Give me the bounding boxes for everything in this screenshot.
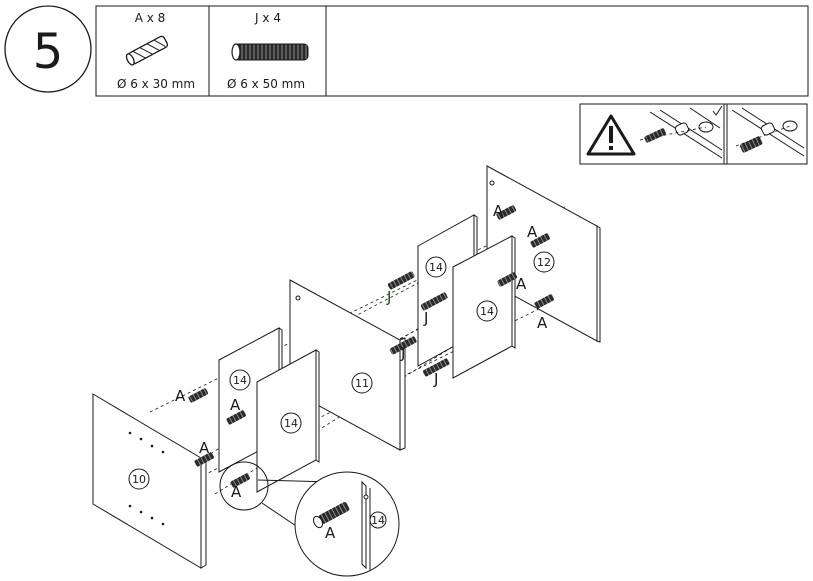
dowel-letters: A A A A A A A A J J J J (175, 202, 548, 501)
dowel-a (226, 410, 247, 425)
label-a: A (230, 396, 241, 414)
label-a: A (493, 202, 504, 220)
panel-11: 11 (289, 279, 406, 451)
dowel-j (420, 292, 448, 311)
panel-12-label: 12 (537, 256, 551, 269)
incorrect-dowel-illustration (731, 107, 805, 157)
panel-14-front-right: 14 (452, 235, 516, 379)
dowel-a (530, 233, 551, 248)
step-number: 5 (33, 24, 64, 80)
dowel-a (188, 388, 209, 403)
detail-panel-label: 14 (371, 514, 385, 527)
long-dowel-icon (231, 43, 309, 61)
label-j: J (400, 344, 405, 362)
label-j: J (423, 309, 428, 327)
hole-row-top (128, 431, 165, 454)
detail-callout: 14 A (219, 461, 400, 577)
short-dowel-icon (125, 35, 169, 66)
part-j: J x 4 Ø 6 x 50 mm (227, 11, 309, 91)
correct-dowel-illustration (639, 107, 723, 159)
panel-14-back-left-label: 14 (233, 374, 247, 387)
dowel-a (194, 452, 215, 467)
dowels-a (188, 205, 555, 488)
label-a: A (527, 223, 538, 241)
checkmark-icon (712, 105, 723, 116)
panel-10: 10 (92, 393, 207, 569)
part-j-qty: J x 4 (254, 11, 281, 25)
panel-14-front-right-label: 14 (480, 305, 494, 318)
hole-row-bottom (128, 504, 165, 526)
dowels-j (387, 271, 450, 377)
label-j: J (386, 288, 391, 306)
label-a: A (231, 483, 242, 501)
panel-14-back-right-label: 14 (429, 261, 443, 274)
label-a: A (175, 387, 186, 405)
warning-triangle-icon (586, 114, 636, 156)
part-a: A x 8 Ø 6 x 30 mm (117, 11, 195, 91)
part-a-qty: A x 8 (135, 11, 166, 25)
label-a: A (199, 439, 210, 457)
detail-dowel-label: A (325, 524, 336, 542)
label-a: A (537, 314, 548, 332)
dowel-j (387, 271, 415, 290)
warning-box (579, 103, 808, 165)
panel-14-front-left-label: 14 (284, 417, 298, 430)
dowel-a (497, 272, 518, 287)
parts-list-box: A x 8 Ø 6 x 30 mm J x 4 Ø 6 x 50 mm (95, 5, 809, 97)
part-a-size: Ø 6 x 30 mm (117, 77, 195, 91)
step-badge: 5 (4, 5, 92, 93)
panel-10-label: 10 (132, 473, 146, 486)
exploded-view: 12 14 14 11 14 (92, 165, 601, 577)
label-j: J (433, 370, 438, 388)
label-a: A (516, 275, 527, 293)
dowel-j (422, 358, 450, 377)
dowel-a (534, 294, 555, 309)
part-j-size: Ø 6 x 50 mm (227, 77, 305, 91)
panel-11-label: 11 (355, 377, 369, 390)
panel-14-front-left: 14 (256, 349, 320, 493)
dowel-a (230, 473, 251, 488)
dowel-j (389, 336, 417, 355)
dowel-a (496, 205, 517, 220)
